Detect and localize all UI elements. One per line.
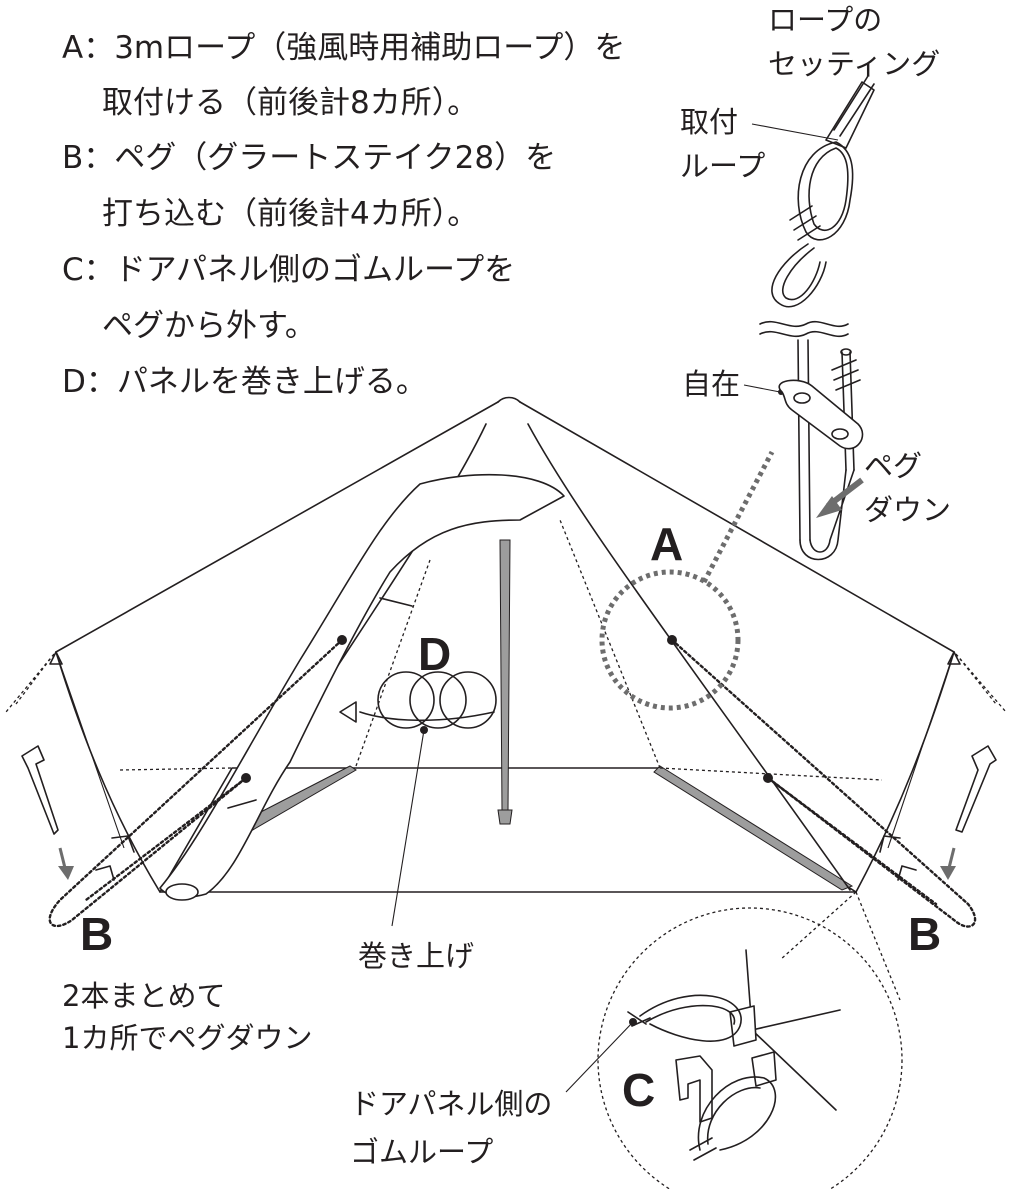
inner-dotted-lines — [355, 519, 661, 769]
rope-setting-title-line2: セッティング — [768, 47, 940, 81]
rope-break-mark-1 — [759, 320, 849, 328]
peg-right — [955, 745, 997, 833]
bundle-label-line1: 2本まとめて — [62, 979, 225, 1013]
peg-down-arrow-head — [816, 496, 842, 518]
marker-b-right: B — [908, 908, 941, 960]
door-loop-detail-callout-lines — [779, 891, 901, 1001]
rope-attach-point-right-lower — [763, 773, 773, 783]
corner-tabs — [49, 651, 961, 665]
rope-detail-pointer — [701, 450, 775, 584]
door-loop-tab-upper — [729, 1005, 757, 1047]
canopy-ridge-lines — [55, 401, 955, 653]
marker-d: D — [418, 628, 451, 680]
rollup-leader-line — [391, 729, 425, 927]
peg-head-detail — [675, 1055, 713, 1123]
floor-edge-right — [653, 765, 854, 891]
tensioner-hole-2 — [831, 428, 849, 440]
guy-rope-left-upper — [48, 638, 344, 928]
door-loop-leader-line — [565, 1021, 634, 1093]
rope-knot — [789, 205, 821, 241]
tensioner-hole-1 — [793, 392, 811, 404]
peg-down-label-line1: ペグ — [864, 449, 922, 483]
step-c-line1: C：ドアパネル側のゴムループを — [62, 252, 515, 288]
coil-ring-3 — [439, 671, 497, 729]
step-a-line2: 取付ける（前後計8カ所）。 — [102, 85, 478, 121]
attach-loop — [797, 141, 854, 241]
door-loop-detail — [565, 891, 903, 1189]
coil-tail — [359, 711, 495, 722]
center-pole — [499, 539, 511, 811]
rope-tensioners-left — [95, 835, 135, 881]
rope-setting-title-line1: ロープの — [768, 3, 882, 37]
peg-left-arrow-head — [58, 866, 74, 880]
bundle-label-line2: 1カ所でペグダウン — [62, 1021, 312, 1055]
rope-attach-point-left-upper — [337, 635, 347, 645]
marker-c: C — [622, 1064, 655, 1116]
hem-dotted-lines — [119, 767, 883, 781]
tent-side-edges — [55, 651, 955, 893]
rope-tail — [841, 351, 855, 471]
rope-setting-detail: ロープの セッティング 取付 ループ 自在 ペグ ダウン — [680, 3, 951, 561]
door-elastic-loop-upper — [639, 994, 742, 1042]
webbing-strap — [825, 81, 875, 149]
guy-rope-left-lower — [84, 776, 248, 902]
tensioner-leader-line — [743, 384, 781, 393]
marker-a: A — [650, 518, 683, 570]
tent — [5, 396, 1007, 928]
coil-ring-2 — [409, 671, 467, 729]
pegs — [21, 745, 997, 880]
step-a-line1: A：3mロープ（強風時用補助ロープ）を — [62, 30, 625, 66]
rope-attach-point-left-lower — [241, 773, 251, 783]
door-loop-label-line1: ドアパネル側の — [350, 1087, 552, 1121]
attach-loop-label-line2: ループ — [680, 149, 765, 183]
panel-roll-end — [165, 883, 199, 901]
tent-apex — [497, 396, 521, 403]
instruction-steps: A：3mロープ（強風時用補助ロープ）を 取付ける（前後計8カ所）。 B：ペグ（グ… — [62, 30, 625, 400]
attach-loop-inner — [808, 147, 849, 232]
step-d-line1: D：パネルを巻き上げる。 — [62, 364, 427, 400]
tensioner-label: 自在 — [682, 367, 740, 401]
step-c-line2: ペグから外す。 — [102, 308, 316, 344]
peg-right-arrow-head — [940, 866, 956, 880]
marker-b-left: B — [80, 908, 113, 960]
canopy-seams — [55, 651, 955, 849]
rope-break-mark-2 — [759, 330, 849, 338]
door-elastic-knot-lower — [689, 1137, 717, 1161]
webbing-strap-edges — [833, 75, 875, 137]
peg-left — [21, 745, 59, 835]
rope-tensioners-right — [879, 835, 917, 881]
guy-line-ends — [5, 653, 1007, 713]
rollup-label: 巻き上げ — [358, 939, 474, 973]
coil-ring-1 — [377, 671, 435, 729]
door-loop-detail-circle — [597, 907, 903, 1189]
rope-tail-knot — [831, 359, 861, 391]
rollup-coil — [339, 671, 497, 927]
guy-rope-right-lower — [766, 776, 938, 906]
rope-strands — [797, 339, 811, 541]
peg-down-loop — [799, 469, 855, 561]
door-panel-edges — [745, 949, 841, 1111]
rope-detail-highlight-circle — [599, 569, 741, 711]
panel-ties — [227, 597, 413, 809]
door-loop-label-line2: ゴムループ — [350, 1135, 493, 1169]
door-elastic-loop-lower — [697, 1076, 777, 1151]
rolled-door-panel — [159, 473, 565, 898]
rope-tail-end — [840, 348, 852, 356]
step-b-line1: B：ペグ（グラートステイク28）を — [62, 140, 556, 176]
attach-loop-leader-line — [751, 123, 839, 141]
center-pole-foot — [497, 809, 513, 825]
door-loop-tab-lower — [751, 1051, 777, 1087]
rope-attach-point-right-upper — [667, 635, 677, 645]
attach-loop-label-line1: 取付 — [680, 105, 738, 139]
tensioner — [778, 379, 864, 450]
step-b-line2: 打ち込む（前後計4カ所）。 — [102, 196, 478, 232]
rope-figure-loop — [771, 243, 827, 308]
peg-down-label-line2: ダウン — [864, 493, 951, 527]
rollup-direction-arrow — [339, 701, 357, 723]
guy-rope-right-upper — [670, 638, 977, 928]
